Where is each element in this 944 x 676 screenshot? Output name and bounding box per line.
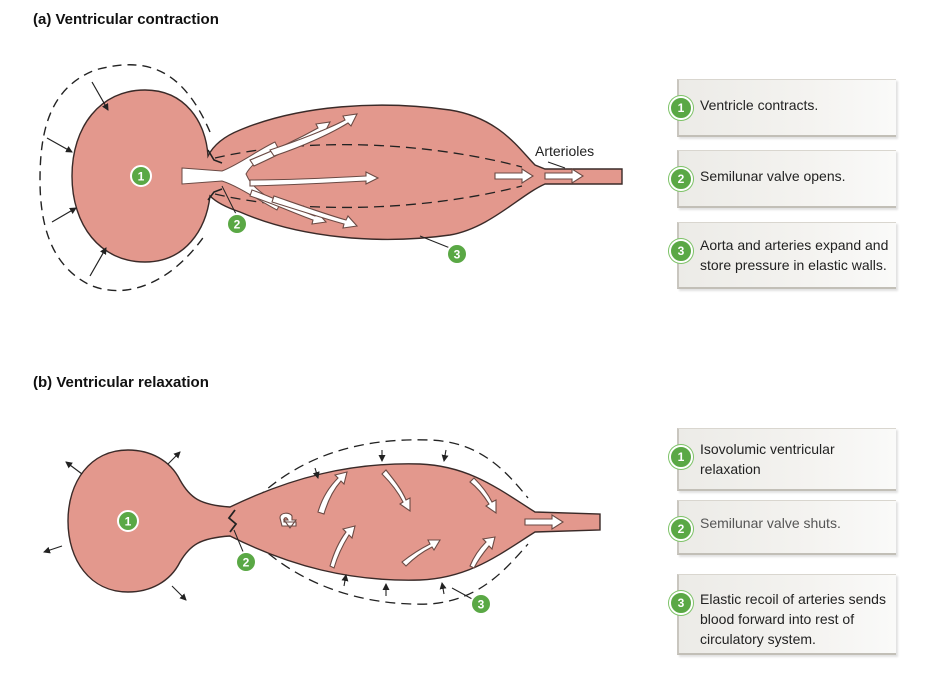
recoil-arrow-4 <box>341 574 349 587</box>
step-text: Isovolumic ventricular relaxation <box>700 441 835 477</box>
valve-closed <box>227 509 238 533</box>
relax-arrow-2 <box>167 451 181 465</box>
svg-text:2: 2 <box>243 556 250 570</box>
flow-arrow-b-1 <box>317 471 348 515</box>
ventricle-aorta-body-a <box>71 89 623 263</box>
panel-a-title: (a) Ventricular contraction <box>33 11 219 28</box>
flow-arrow-b-7 <box>524 513 565 531</box>
marker-a-1: 1 <box>130 165 152 187</box>
flow-arrow-a-6 <box>494 167 535 185</box>
valve-open-cusp-lower <box>207 188 223 201</box>
artery-expanded-outline-b <box>244 439 529 511</box>
recoil-arrow-6 <box>439 582 447 595</box>
leader-a-3 <box>419 235 451 249</box>
recoil-arrow-1 <box>312 467 320 479</box>
marker-a-2: 2 <box>226 213 248 235</box>
step-badge: 1 <box>669 96 693 120</box>
step-badge: 3 <box>669 239 693 263</box>
backflow-arrow-b <box>279 512 298 529</box>
step-text: Ventricle contracts. <box>700 97 819 113</box>
arterioles-label: Arterioles <box>535 143 594 159</box>
recoil-arrow-3 <box>441 449 449 462</box>
panel-b-diagram: 1 2 3 <box>43 439 601 615</box>
step-box-a-1: 1 Ventricle contracts. <box>669 79 896 137</box>
step-text: Aorta and arteries expand and store pres… <box>700 237 889 273</box>
step-box-a-2: 2 Semilunar valve opens. <box>669 150 896 208</box>
relax-arrow-3 <box>43 545 63 554</box>
artery-original-outline-a <box>214 143 523 168</box>
step-badge: 2 <box>669 517 693 541</box>
leader-b-3 <box>451 587 475 601</box>
panel-a-diagram: 1 2 3 Arterioles <box>39 64 623 292</box>
leader-b-2 <box>233 529 245 555</box>
contraction-arrow-2 <box>46 137 73 153</box>
flow-arrow-a-5 <box>271 195 359 229</box>
relax-arrow-1 <box>65 461 83 475</box>
panel-b-title: (b) Ventricular relaxation <box>33 374 209 391</box>
flow-arrow-b-2 <box>381 469 411 513</box>
step-text: Elastic recoil of arteries sends blood f… <box>700 591 886 647</box>
step-badge: 2 <box>669 167 693 191</box>
artery-expanded-outline-b-lower <box>244 531 529 605</box>
step-box-a-3: 3 Aorta and arteries expand and store pr… <box>669 222 896 289</box>
step-box-b-1: 1 Isovolumic ventricular relaxation <box>669 428 896 491</box>
valve-open-cusp-upper <box>207 149 223 164</box>
marker-b-3: 3 <box>470 593 492 615</box>
contraction-arrow-1 <box>91 81 109 111</box>
ventricle-aorta-body-b <box>67 449 601 593</box>
flow-arrow-a-2 <box>269 113 358 157</box>
contraction-arrow-3 <box>51 207 77 223</box>
flow-arrow-b-5 <box>401 539 441 567</box>
step-box-b-3: 3 Elastic recoil of arteries sends blood… <box>669 574 896 655</box>
flow-arrow-b-6 <box>469 536 496 569</box>
step-text: Semilunar valve shuts. <box>700 515 841 531</box>
contraction-arrow-4 <box>89 247 107 277</box>
leader-a-2 <box>221 185 237 215</box>
svg-text:3: 3 <box>478 598 485 612</box>
marker-b-2: 2 <box>235 551 257 573</box>
leader-arterioles <box>547 161 566 169</box>
ventricle-expanded-outline-a <box>39 64 211 292</box>
step-box-b-2: 2 Semilunar valve shuts. <box>669 500 896 555</box>
marker-b-1: 1 <box>117 510 139 532</box>
flow-arrow-b-4 <box>329 525 356 569</box>
step-badge: 3 <box>669 591 693 615</box>
marker-a-3: 3 <box>446 243 468 265</box>
step-text: Semilunar valve opens. <box>700 168 846 184</box>
flow-arrow-b-3 <box>469 477 497 515</box>
svg-text:1: 1 <box>138 170 145 184</box>
step-badge: 1 <box>669 445 693 469</box>
flow-arrow-a-7 <box>544 167 585 185</box>
svg-text:2: 2 <box>234 218 241 232</box>
relax-arrow-4 <box>171 585 187 601</box>
svg-text:3: 3 <box>454 248 461 262</box>
artery-original-outline-a-lower <box>214 185 523 209</box>
flow-arrow-a-3 <box>249 171 380 187</box>
svg-text:1: 1 <box>125 515 132 529</box>
